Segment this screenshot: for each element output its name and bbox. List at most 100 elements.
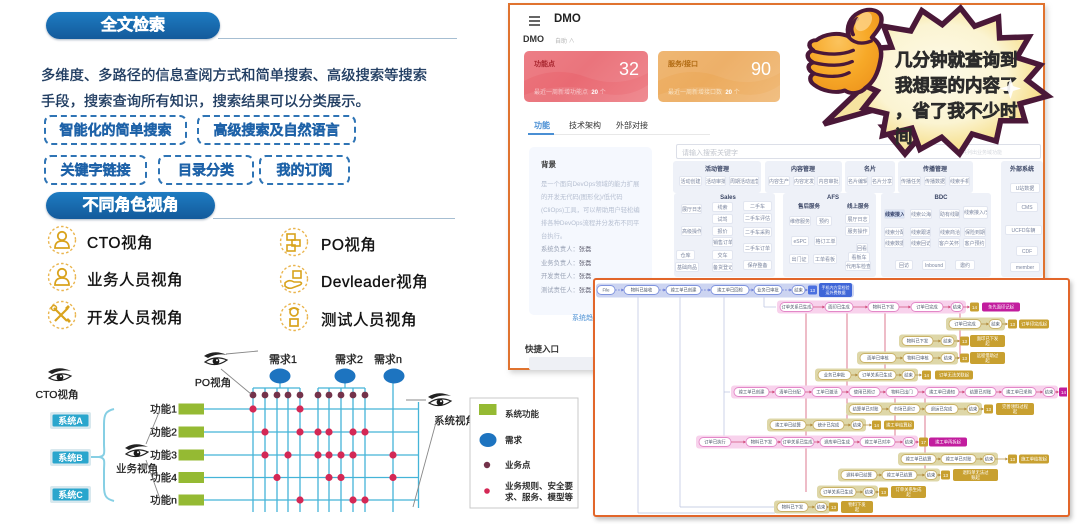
svg-text:完善领料过程: 完善领料过程 [1002, 403, 1028, 410]
svg-text:13: 13 [810, 288, 816, 293]
svg-text:物料已下发: 物料已下发 [751, 439, 773, 446]
svg-text:业务规则、安全要: 业务规则、安全要 [505, 481, 574, 491]
svg-text:物料下发: 物料下发 [848, 501, 866, 508]
svg-text:结束: 结束 [1045, 389, 1054, 396]
svg-text:功能n: 功能n [150, 494, 177, 507]
svg-text:功能2: 功能2 [150, 426, 177, 439]
svg-text:功能4: 功能4 [150, 471, 177, 484]
svg-text:竣工单已通知: 竣工单已通知 [929, 389, 955, 396]
svg-text:14: 14 [874, 423, 880, 428]
svg-text:间: 间 [895, 127, 913, 147]
svg-text:系统视角: 系统视角 [434, 414, 476, 427]
svg-text:13: 13 [881, 490, 887, 495]
svg-text:结束: 结束 [794, 287, 803, 294]
svg-text:竣工单已结算: 竣工单已结算 [775, 422, 801, 429]
svg-text:PO视角: PO视角 [195, 376, 231, 389]
svg-text:物料已下发: 物料已下发 [873, 304, 895, 311]
svg-text:订单关系已生成: 订单关系已生成 [823, 489, 854, 496]
svg-text:起: 起 [855, 507, 860, 513]
svg-text:13: 13 [986, 407, 992, 412]
svg-text:结算单已对账: 结算单已对账 [853, 406, 879, 413]
svg-text:几分钟就查询到: 几分钟就查询到 [895, 50, 1018, 70]
svg-text:竣工单已创建: 竣工单已创建 [671, 287, 697, 294]
svg-text:订单已完成: 订单已完成 [954, 321, 976, 328]
svg-text:统计已完成: 统计已完成 [818, 422, 840, 429]
svg-text:业务视角: 业务视角 [116, 462, 158, 475]
svg-text:竣工单结算起: 竣工单结算起 [886, 422, 912, 429]
svg-text:结算已对账: 结算已对账 [970, 389, 992, 396]
svg-text:订单印完成起: 订单印完成起 [1021, 321, 1047, 328]
svg-text:退料单无法过: 退料单无法过 [963, 469, 989, 476]
svg-text:13: 13 [831, 505, 837, 510]
svg-text:起: 起 [985, 341, 990, 347]
svg-text:结束: 结束 [927, 472, 936, 479]
svg-text:结束: 结束 [905, 439, 914, 446]
svg-text:竣工单已结算: 竣工单已结算 [906, 456, 932, 463]
svg-text:使用已预订: 使用已预订 [854, 389, 876, 396]
svg-text:竣工单已采购: 竣工单已采购 [1006, 389, 1032, 396]
svg-text:竣工单再拆起: 竣工单再拆起 [935, 439, 961, 446]
svg-text:物料已下发: 物料已下发 [907, 338, 929, 345]
svg-text:订单已完成: 订单已完成 [916, 304, 938, 311]
svg-text:竣工单已对冲: 竣工单已对冲 [865, 439, 891, 446]
svg-text:，省了我不少时: ，省了我不少时 [895, 101, 1018, 121]
svg-text:物料已接收: 物料已接收 [631, 287, 653, 294]
svg-text:订单无法关联起: 订单无法关联起 [939, 372, 970, 379]
svg-text:业务已审批: 业务已审批 [757, 287, 779, 294]
svg-text:施工单结按起: 施工单结按起 [1021, 456, 1047, 463]
svg-text:清单已分配: 清单已分配 [779, 389, 801, 396]
svg-text:物料已下发: 物料已下发 [782, 504, 804, 511]
svg-text:订单关系已生成: 订单关系已生成 [862, 372, 893, 379]
svg-text:竣工单已创建: 竣工单已创建 [739, 389, 765, 396]
svg-text:面印已下发: 面印已下发 [977, 335, 999, 342]
svg-text:业务点: 业务点 [505, 460, 531, 470]
svg-text:结束: 结束 [985, 456, 994, 463]
svg-text:CTO视角: CTO视角 [36, 388, 79, 401]
svg-text:面印已生成: 面印已生成 [828, 304, 850, 311]
svg-text:需求n: 需求n [374, 353, 402, 366]
svg-text:13: 13 [943, 473, 949, 478]
svg-text:远程借助过: 远程借助过 [977, 352, 999, 359]
svg-text:结束: 结束 [904, 372, 913, 379]
svg-text:系统C: 系统C [58, 489, 83, 500]
svg-text:13: 13 [962, 339, 968, 344]
svg-text:竣工单已对账: 竣工单已对账 [946, 456, 972, 463]
svg-text:系统功能: 系统功能 [505, 409, 540, 419]
svg-text:退库单已生成: 退库单已生成 [824, 439, 850, 446]
svg-text:面单已审核: 面单已审核 [867, 355, 889, 362]
svg-text:结束: 结束 [853, 422, 862, 429]
svg-text:系统A: 系统A [58, 415, 83, 426]
svg-text:需求: 需求 [505, 435, 523, 445]
svg-text:业务已审批: 业务已审批 [824, 372, 846, 379]
svg-text:结束: 结束 [865, 489, 874, 496]
svg-text:市场已退订: 市场已退订 [894, 406, 916, 413]
svg-text:求、服务、模型等: 求、服务、模型等 [505, 492, 574, 502]
svg-text:物料已出门: 物料已出门 [891, 389, 912, 396]
svg-text:需求2: 需求2 [335, 353, 363, 366]
svg-text:需求1: 需求1 [269, 353, 297, 366]
svg-text:功能1: 功能1 [150, 403, 177, 416]
svg-text:结束: 结束 [969, 406, 978, 413]
svg-text:订单关系生成: 订单关系生成 [896, 486, 922, 493]
svg-text:14: 14 [1061, 390, 1067, 395]
svg-text:13: 13 [962, 356, 968, 361]
svg-text:竣工单已回检: 竣工单已回检 [717, 287, 743, 294]
svg-text:手机内方案检验: 手机内方案检验 [822, 284, 850, 290]
svg-text:结束: 结束 [817, 504, 826, 511]
svg-text:订单已执行: 订单已执行 [704, 439, 726, 446]
svg-text:结束: 结束 [953, 304, 962, 311]
svg-text:17: 17 [921, 440, 927, 445]
svg-text:系统B: 系统B [58, 452, 83, 463]
svg-text:14: 14 [972, 305, 978, 310]
svg-text:退料单已结算: 退料单已结算 [846, 472, 872, 479]
svg-text:13: 13 [1010, 457, 1016, 462]
svg-text:起: 起 [1013, 409, 1018, 415]
svg-text:起: 起 [906, 492, 911, 498]
svg-text:13: 13 [1010, 322, 1016, 327]
svg-text:订单关系已生成: 订单关系已生成 [781, 304, 812, 311]
svg-text:物料已审核: 物料已审核 [907, 355, 929, 362]
svg-text:竣工单已结算: 竣工单已结算 [887, 472, 913, 479]
svg-text:条先面印记起: 条先面印记起 [988, 304, 1014, 311]
svg-text:14: 14 [924, 373, 930, 378]
svg-text:结束: 结束 [991, 321, 1000, 328]
